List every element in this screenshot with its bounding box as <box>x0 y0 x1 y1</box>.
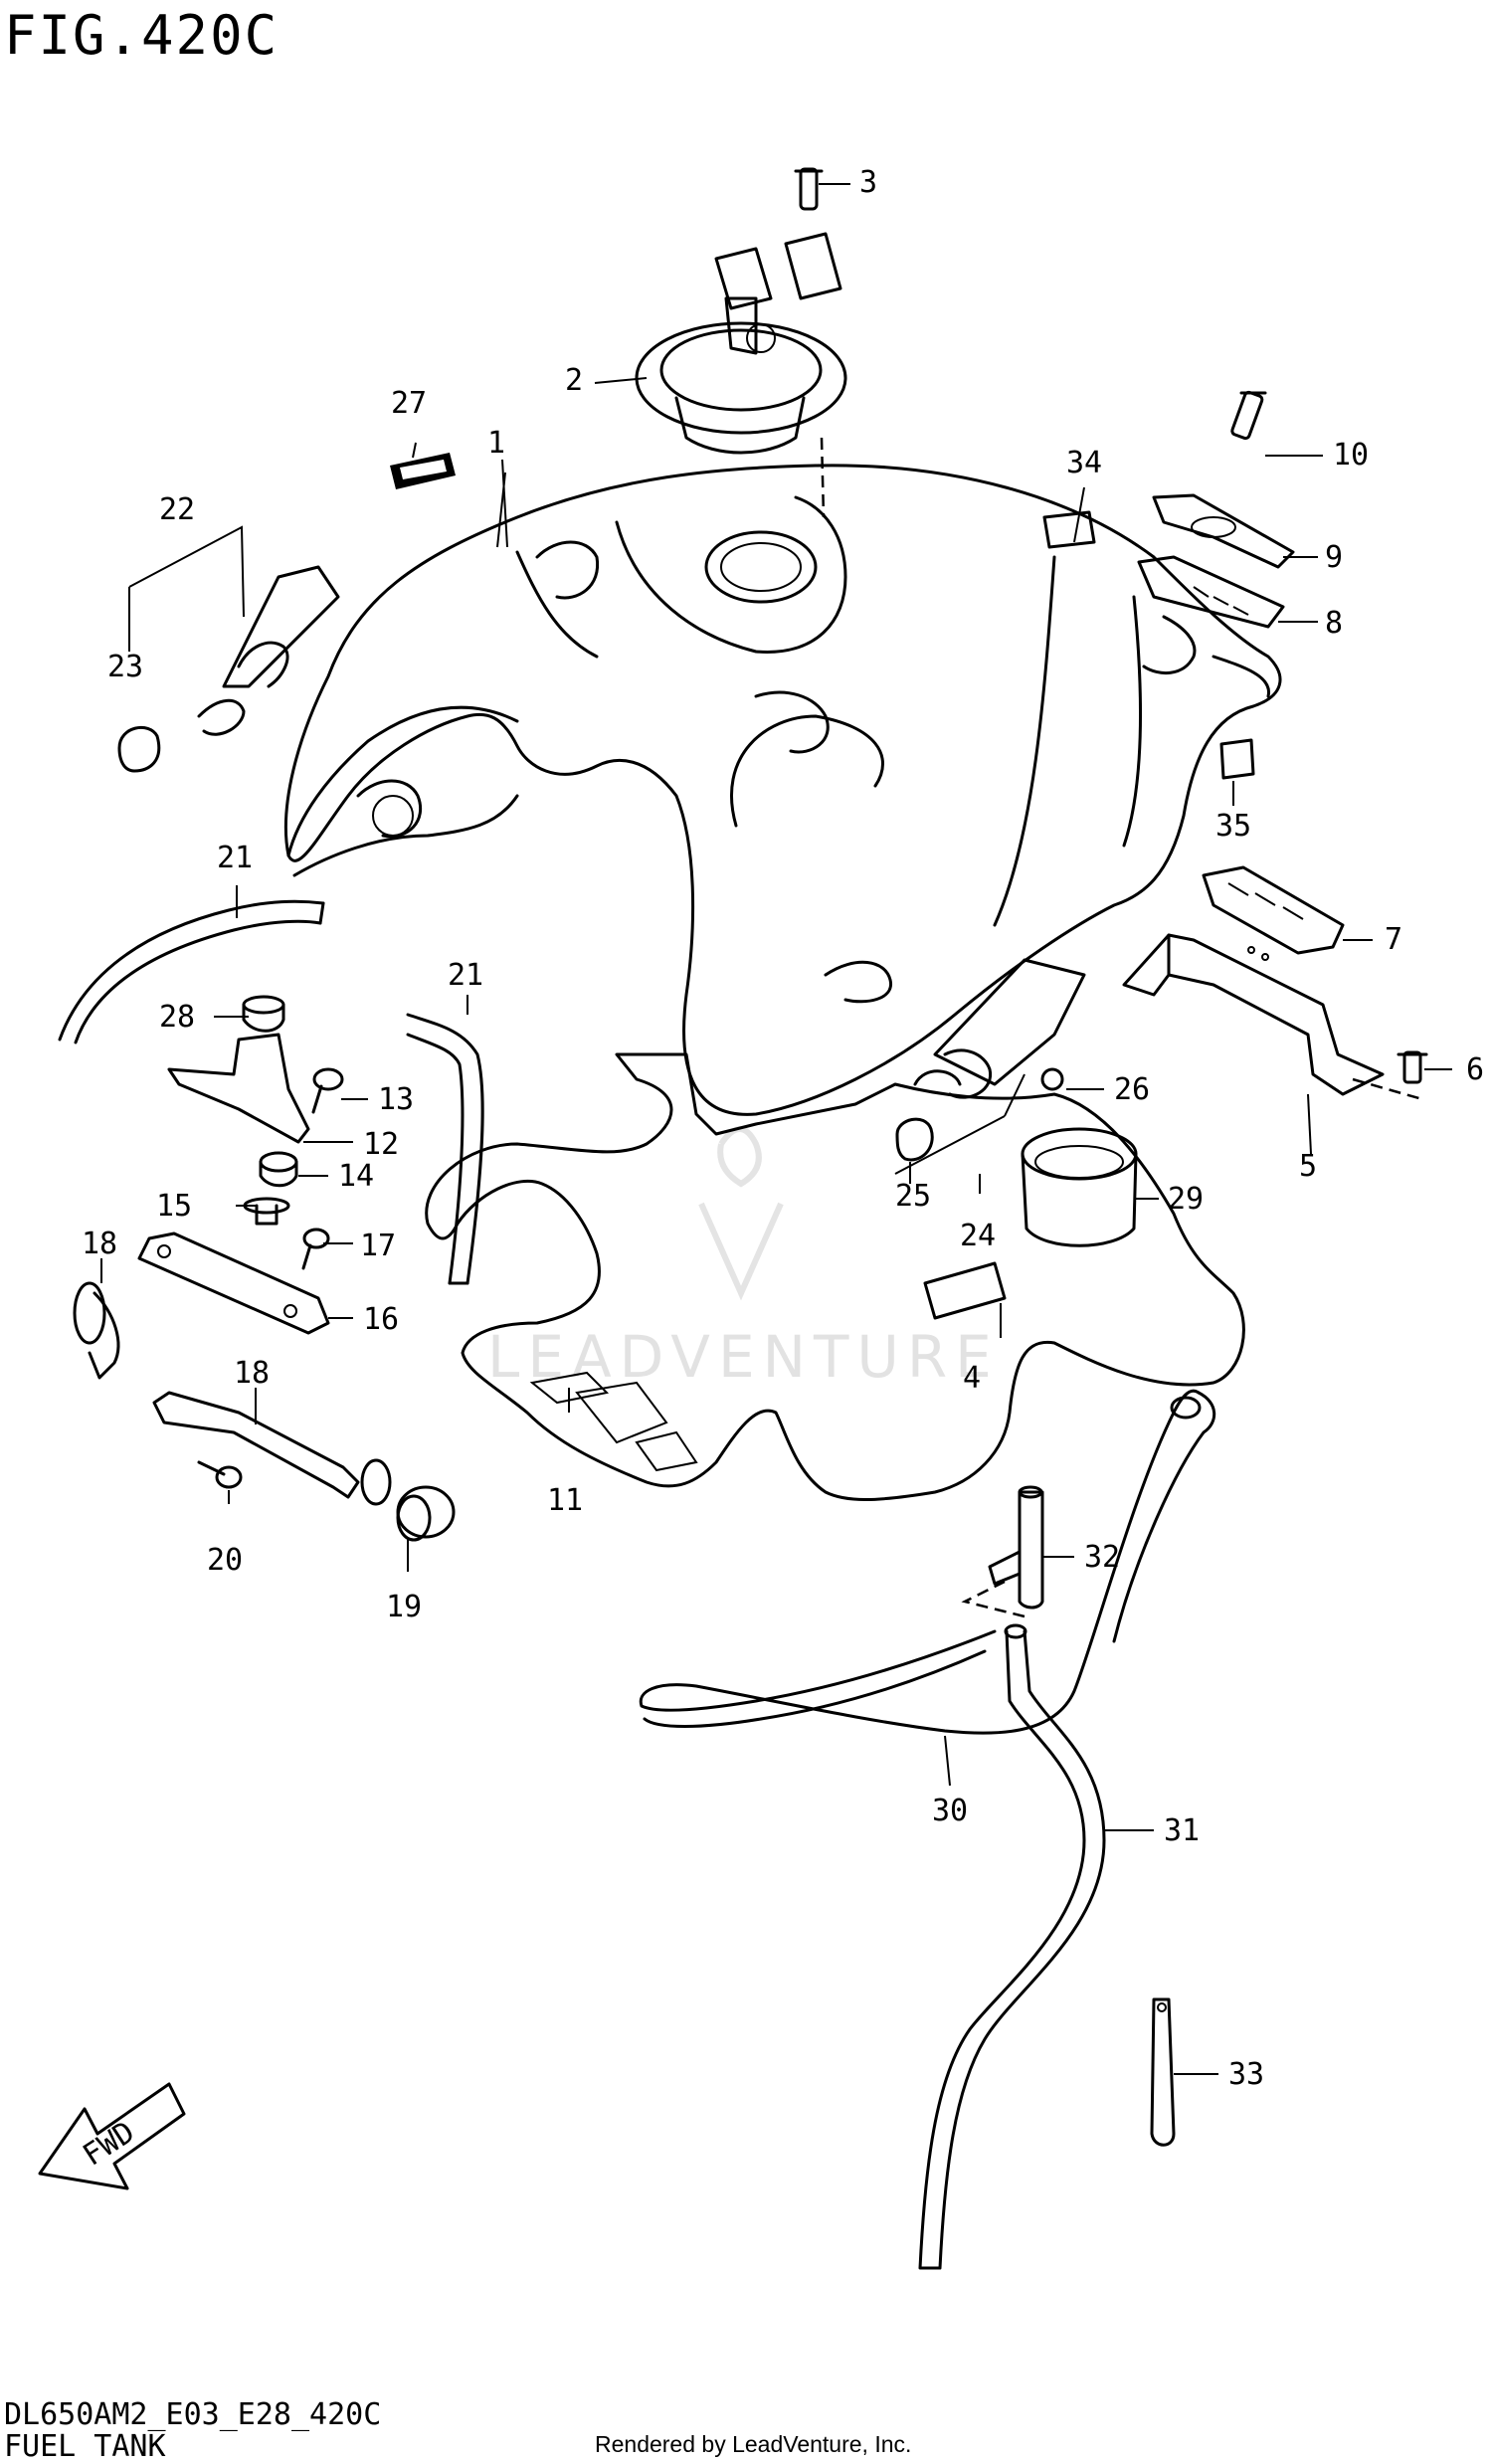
figure-title: FIG.420C <box>4 4 280 67</box>
callout-5: 5 <box>1299 1149 1317 1184</box>
watermark: LEADVENTURE <box>487 1323 1000 1391</box>
forward-direction-arrow: FWD <box>38 2082 186 2190</box>
hose-part-30 <box>639 1389 1216 1735</box>
cap-part-25 <box>895 1117 934 1162</box>
callout-26: 26 <box>1114 1072 1150 1107</box>
callout-32: 32 <box>1084 1540 1120 1575</box>
damper-part-14 <box>259 1151 298 1188</box>
collar-part-15 <box>243 1197 290 1226</box>
band-part-29 <box>1021 1127 1138 1247</box>
callout-19: 19 <box>386 1590 422 1624</box>
fwd-label: FWD <box>77 2115 141 2174</box>
callout-21-center: 21 <box>448 958 483 993</box>
rod-part-18 <box>152 1391 392 1506</box>
label-part-35 <box>1219 738 1255 780</box>
fitting-part-18-small <box>73 1281 120 1380</box>
render-credit: Rendered by LeadVenture, Inc. <box>595 2431 912 2457</box>
fuel-tank-part-1 <box>283 464 1282 1116</box>
bolt-part-10 <box>1230 390 1267 441</box>
callout-7: 7 <box>1385 922 1402 957</box>
leader-lines <box>100 183 1452 2075</box>
callout-18: 18 <box>234 1356 270 1391</box>
diagram-code: DL650AM2_E03_E28_420C <box>4 2397 382 2432</box>
callout-1: 1 <box>487 426 505 461</box>
callout-11: 11 <box>547 1483 583 1518</box>
callout-17: 17 <box>360 1229 396 1263</box>
bolt-part-20 <box>197 1460 243 1489</box>
callout-10: 10 <box>1333 438 1369 473</box>
callout-3: 3 <box>859 165 877 200</box>
clamp-part-33 <box>1150 1997 1176 2147</box>
bolt-part-13 <box>311 1067 344 1114</box>
bolt-part-26 <box>1040 1067 1064 1091</box>
callout-25: 25 <box>895 1179 931 1214</box>
callout-labels: 1 2 3 4 5 6 7 8 9 10 11 12 13 14 15 16 1… <box>82 165 1484 2092</box>
cap-part-23 <box>117 726 161 773</box>
label-part-34 <box>1042 510 1096 549</box>
callout-4: 4 <box>963 1361 981 1396</box>
callout-34: 34 <box>1066 446 1102 480</box>
bracket-part-9 <box>1152 493 1295 569</box>
callout-14: 14 <box>338 1159 374 1194</box>
bolt-part-17 <box>301 1228 330 1270</box>
callout-29: 29 <box>1168 1182 1204 1217</box>
bolt-part-6 <box>1397 1050 1428 1084</box>
hose-part-21-center <box>406 1013 484 1285</box>
tank-shield-part-11 <box>425 1052 1245 1501</box>
callout-28: 28 <box>159 1000 195 1035</box>
fuel-cap-part-2 <box>635 232 847 518</box>
callout-22: 22 <box>159 492 195 527</box>
hose-part-31 <box>918 1623 1106 2270</box>
callout-27: 27 <box>391 386 427 421</box>
callout-13: 13 <box>378 1082 414 1117</box>
callout-31: 31 <box>1164 1813 1200 1848</box>
valve-assembly-part-22 <box>197 565 340 736</box>
t-joint-part-32 <box>988 1485 1044 1610</box>
cushion-part-8 <box>1137 555 1285 629</box>
callout-30: 30 <box>932 1794 968 1828</box>
label-part-4 <box>923 1261 1007 1320</box>
callout-20: 20 <box>207 1543 243 1578</box>
grommet-part-19 <box>396 1485 456 1542</box>
bracket-part-5 <box>1122 933 1385 1096</box>
bolt-part-3 <box>794 167 824 211</box>
diagram-name: FUEL TANK <box>4 2429 166 2464</box>
callout-18-small: 18 <box>82 1227 117 1261</box>
callout-33: 33 <box>1228 2057 1264 2092</box>
damper-part-28 <box>242 995 285 1033</box>
callout-8: 8 <box>1325 606 1343 641</box>
callout-24: 24 <box>960 1219 996 1253</box>
callout-2: 2 <box>565 363 583 398</box>
callout-23: 23 <box>107 650 143 684</box>
callout-15: 15 <box>156 1189 192 1224</box>
valve-assembly-part-24 <box>913 958 1086 1099</box>
callout-35: 35 <box>1215 809 1251 844</box>
callout-16: 16 <box>363 1302 399 1337</box>
hose-part-21-upper <box>58 899 325 1044</box>
callout-12: 12 <box>363 1127 399 1162</box>
bracket-part-16 <box>137 1232 330 1335</box>
callout-9: 9 <box>1325 540 1343 575</box>
callout-6: 6 <box>1466 1052 1484 1087</box>
callout-21-upper: 21 <box>217 841 253 875</box>
cushion-part-7 <box>1202 865 1345 955</box>
watermark-logo <box>698 1126 784 1301</box>
label-part-27 <box>390 453 456 489</box>
bracket-part-12 <box>167 1033 310 1144</box>
